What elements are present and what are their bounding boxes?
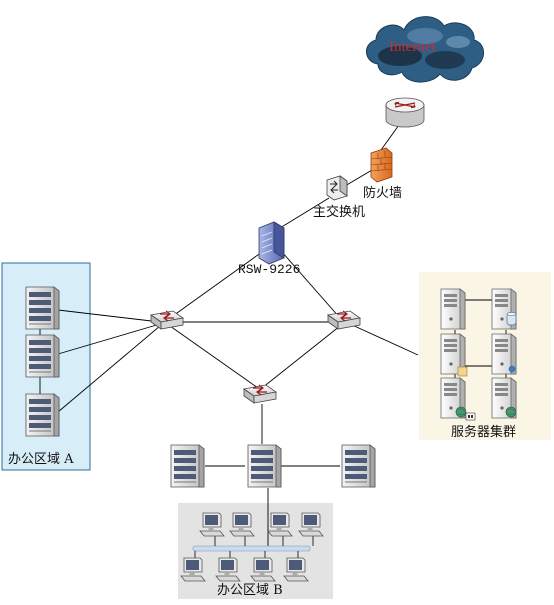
desktop-computer-icon: [180, 557, 206, 582]
server-icon: [25, 334, 60, 378]
main-switch-label: 主交换机: [313, 204, 365, 220]
office-b-bus: [192, 545, 311, 552]
server-cluster-label: 服务器集群: [451, 424, 516, 440]
office-b-label: 办公区域 B: [217, 583, 283, 598]
cloud-icon: [366, 16, 484, 83]
globe-icon: [455, 406, 467, 418]
server-icon: [341, 444, 376, 488]
office-a-label: 办公区域 A: [8, 452, 74, 467]
switch-icon: [150, 310, 184, 330]
firewall-label: 防火墙: [363, 185, 402, 201]
brick-firewall-icon: [370, 147, 393, 183]
desktop-computer-icon: [298, 512, 324, 537]
desktop-computer-icon: [267, 512, 293, 537]
server-icon: [25, 286, 60, 330]
server-icon: [25, 393, 60, 437]
server-icon: [247, 444, 282, 488]
internet-label: Internet: [389, 39, 436, 55]
desktop-computer-icon: [250, 557, 276, 582]
core-router-icon: [258, 221, 285, 265]
desktop-computer-icon: [199, 512, 225, 537]
folder-icon: [457, 366, 468, 377]
database-icon: [506, 312, 517, 326]
globe-icon: [505, 406, 517, 418]
desktop-computer-icon: [215, 557, 241, 582]
desktop-computer-icon: [229, 512, 255, 537]
network-links: [39, 117, 419, 548]
main-switch-icon: [326, 175, 348, 201]
switch-icon: [243, 384, 277, 404]
server-cluster-region: [419, 272, 551, 440]
desktop-computer-icon: [283, 557, 309, 582]
network-badge-icon: [465, 412, 476, 421]
core-router-label: RSW-9226: [238, 262, 300, 277]
server-icon: [440, 288, 466, 330]
mail-icon: [508, 365, 516, 373]
server-icon: [170, 444, 205, 488]
router-icon: [385, 97, 425, 128]
